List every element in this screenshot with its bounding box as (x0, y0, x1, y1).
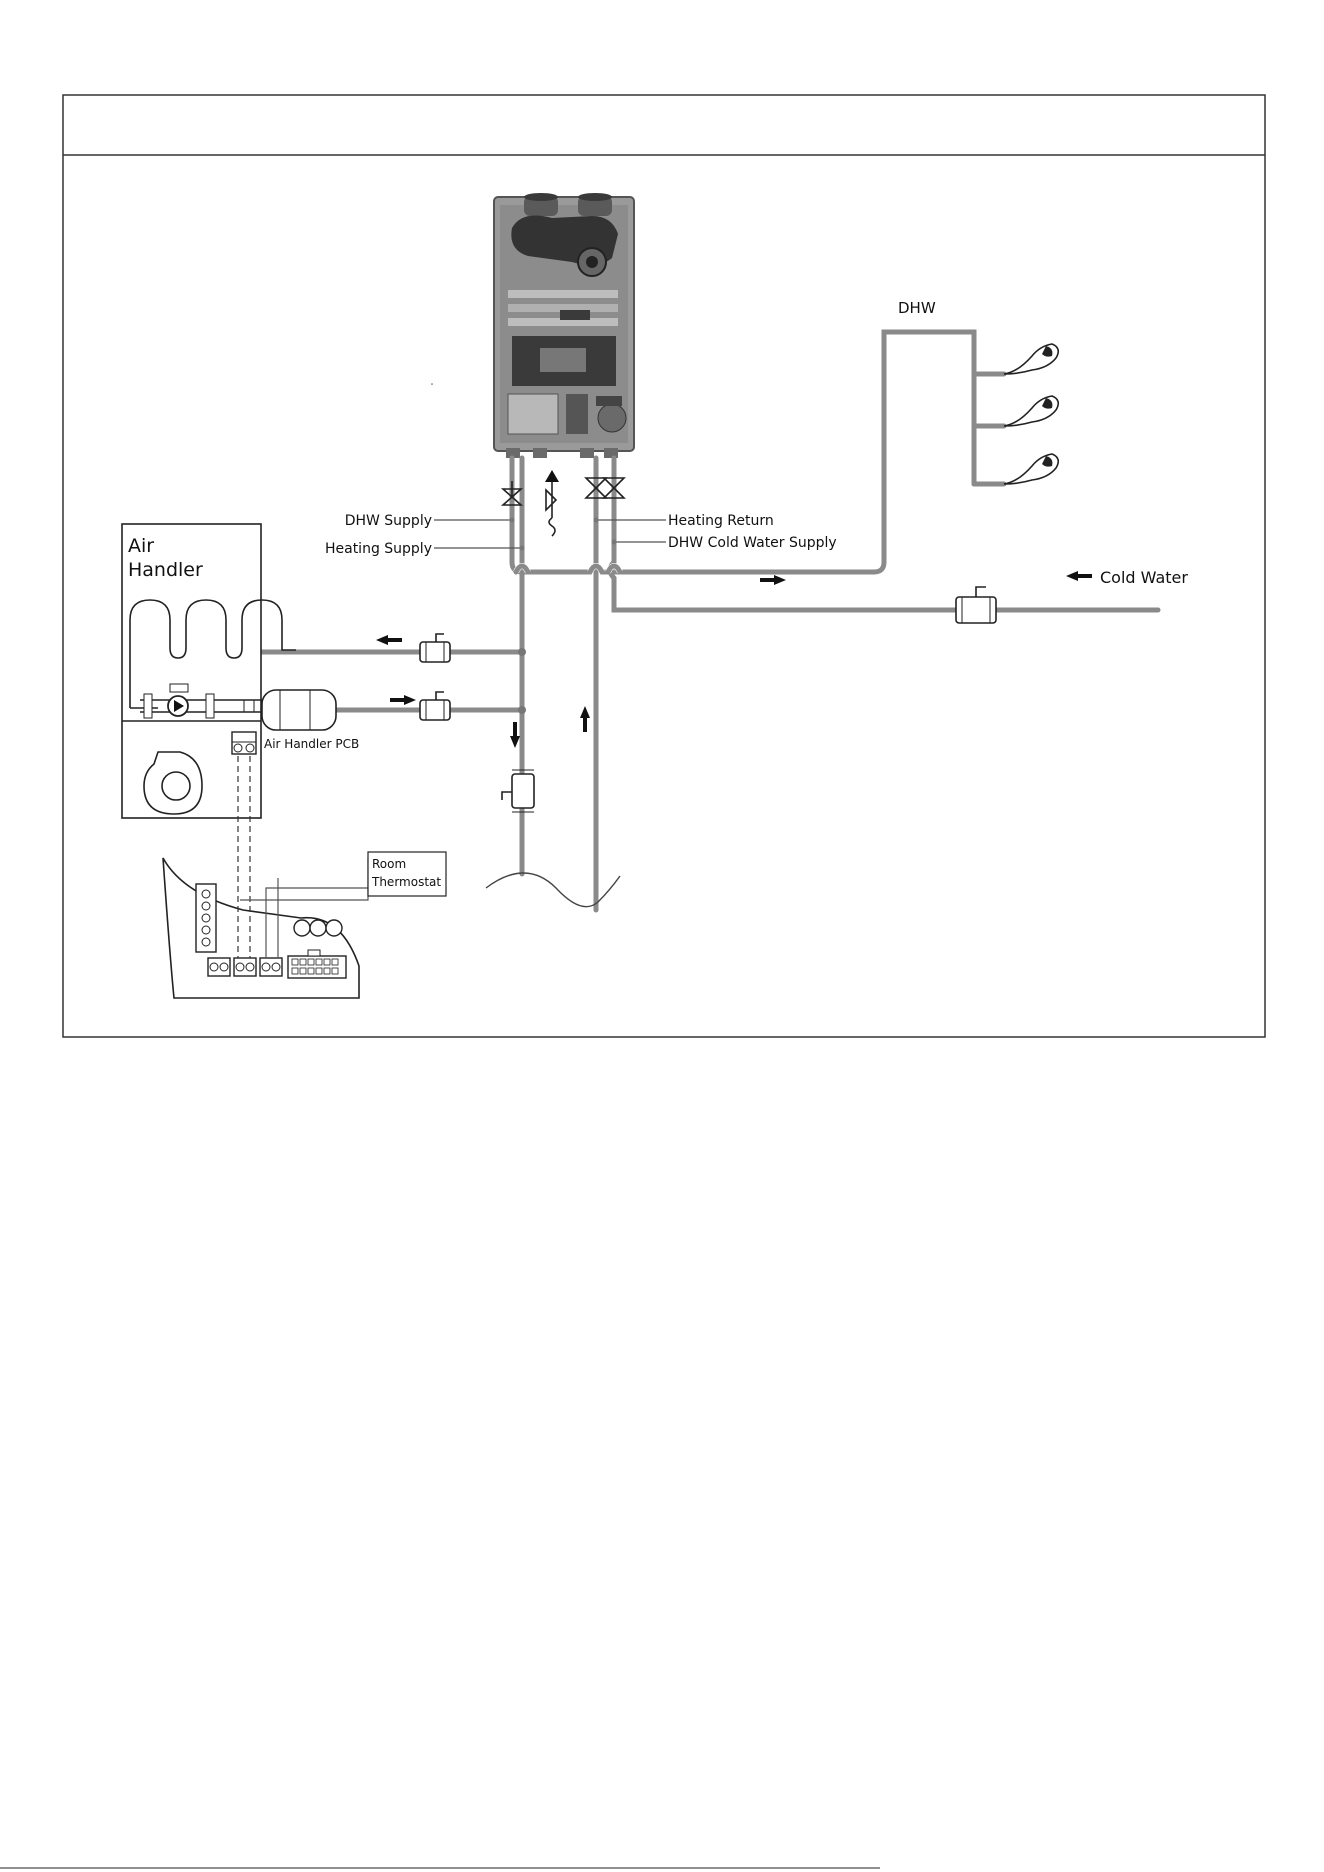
zone-valve-icon (262, 690, 336, 730)
room-thermostat-label-line2: Thermostat (371, 875, 441, 889)
terminal-block-icon (232, 732, 256, 754)
check-valve-icon (420, 692, 450, 720)
room-thermostat-label-line1: Room (372, 857, 406, 871)
heating-return-label: Heating Return (668, 513, 774, 529)
cold-water-label: Cold Water (1100, 568, 1188, 587)
dhw-cold-water-supply-label: DHW Cold Water Supply (668, 535, 837, 551)
ball-valve-icon (586, 478, 624, 498)
dhw-supply-label: DHW Supply (345, 513, 432, 529)
check-valve-icon (956, 587, 996, 623)
air-handler-pcb-label: Air Handler PCB (264, 737, 359, 751)
boiler-control-board (163, 858, 359, 998)
pressure-relief-valve-icon (545, 470, 559, 536)
pipe-network (262, 332, 1158, 910)
air-handler-label-line2: Handler (128, 559, 203, 581)
air-handler-label-line1: Air (128, 535, 154, 557)
shower-head-icon (1004, 344, 1058, 374)
expansion-tank-icon (502, 770, 534, 812)
shower-head-icon (1004, 454, 1058, 484)
dhw-label: DHW (898, 299, 936, 317)
check-valve-icon (420, 634, 450, 662)
stray-dot (431, 383, 433, 385)
heating-supply-label: Heating Supply (325, 541, 432, 557)
boiler-unit-icon (494, 193, 634, 458)
pipe-break-line (486, 873, 620, 907)
label-leaders (434, 518, 666, 551)
shower-head-icon (1004, 396, 1058, 426)
